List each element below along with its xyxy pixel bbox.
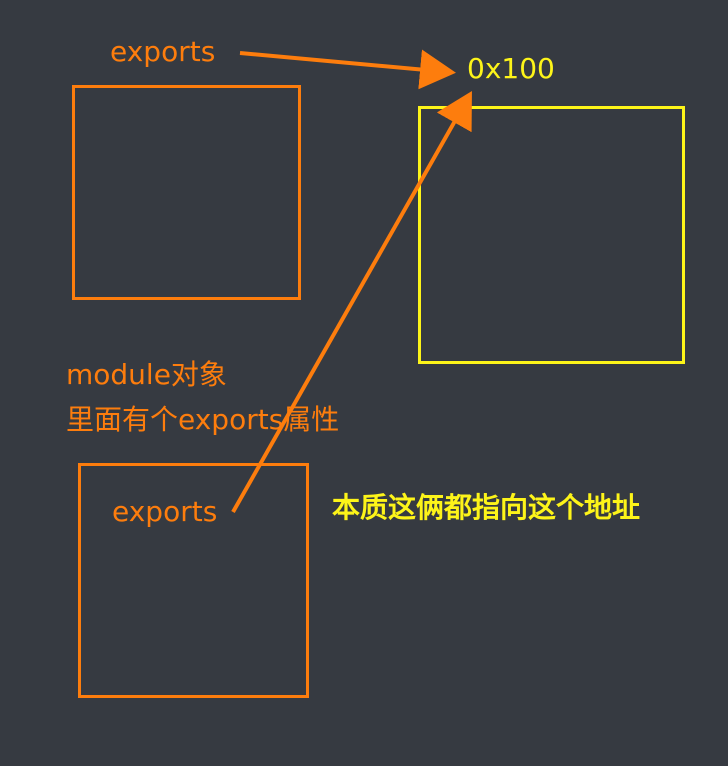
- memory-address-label: 0x100: [467, 52, 555, 85]
- memory-object-box: [418, 106, 685, 364]
- module-object-label: module对象: [66, 358, 227, 391]
- module-object-box: [78, 463, 309, 698]
- explanation-note: 本质这俩都指向这个地址: [332, 491, 641, 524]
- exports-variable-box: [72, 85, 301, 300]
- exports-variable-label: exports: [110, 35, 216, 68]
- module-exports-property-label: 里面有个exports属性: [66, 403, 340, 436]
- module-exports-to-address-arrow: [231, 91, 472, 513]
- module-exports-label: exports: [112, 495, 218, 528]
- exports-to-address-arrow: [239, 49, 456, 90]
